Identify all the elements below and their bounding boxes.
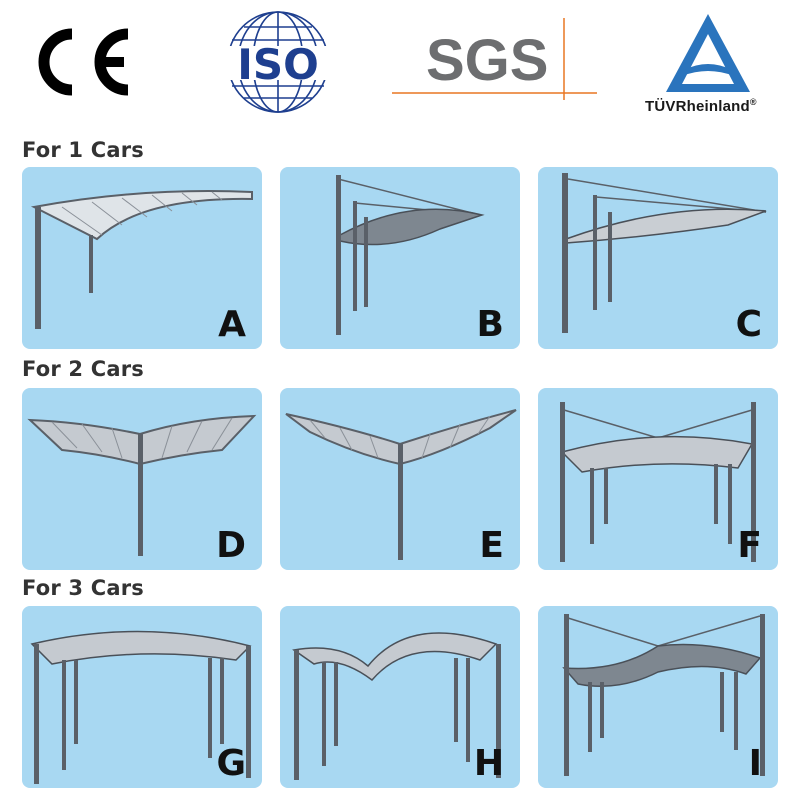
option-letter: C [735,304,762,345]
iso-logo: ISO [208,10,348,115]
tuv-wordmark: TÜVRheinland® [645,97,757,115]
option-letter: G [216,743,246,784]
option-letter: I [748,743,762,784]
option-letter: E [479,525,504,566]
section-title-2-cars: For 2 Cars [22,357,144,381]
section-title-1-car: For 1 Cars [22,138,144,162]
option-letter: H [473,743,504,784]
carport-option-a[interactable]: A [22,167,262,349]
tuv-logo [662,10,754,96]
option-letter: F [737,525,762,566]
sgs-text: SGS [426,28,549,93]
carport-option-b[interactable]: B [280,167,520,349]
carport-option-c[interactable]: C [538,167,778,349]
option-letter: A [218,304,246,345]
carport-option-g[interactable]: G [22,606,262,788]
option-letter: D [216,525,246,566]
iso-text: ISO [237,40,319,89]
option-letter: B [476,304,504,345]
sgs-logo: SGS [392,18,597,100]
carport-option-e[interactable]: E [280,388,520,570]
carport-option-h[interactable]: H [280,606,520,788]
carport-option-d[interactable]: D [22,388,262,570]
ce-logo: CE [22,22,142,102]
carport-option-i[interactable]: I [538,606,778,788]
carport-option-f[interactable]: F [538,388,778,570]
section-title-3-cars: For 3 Cars [22,576,144,600]
